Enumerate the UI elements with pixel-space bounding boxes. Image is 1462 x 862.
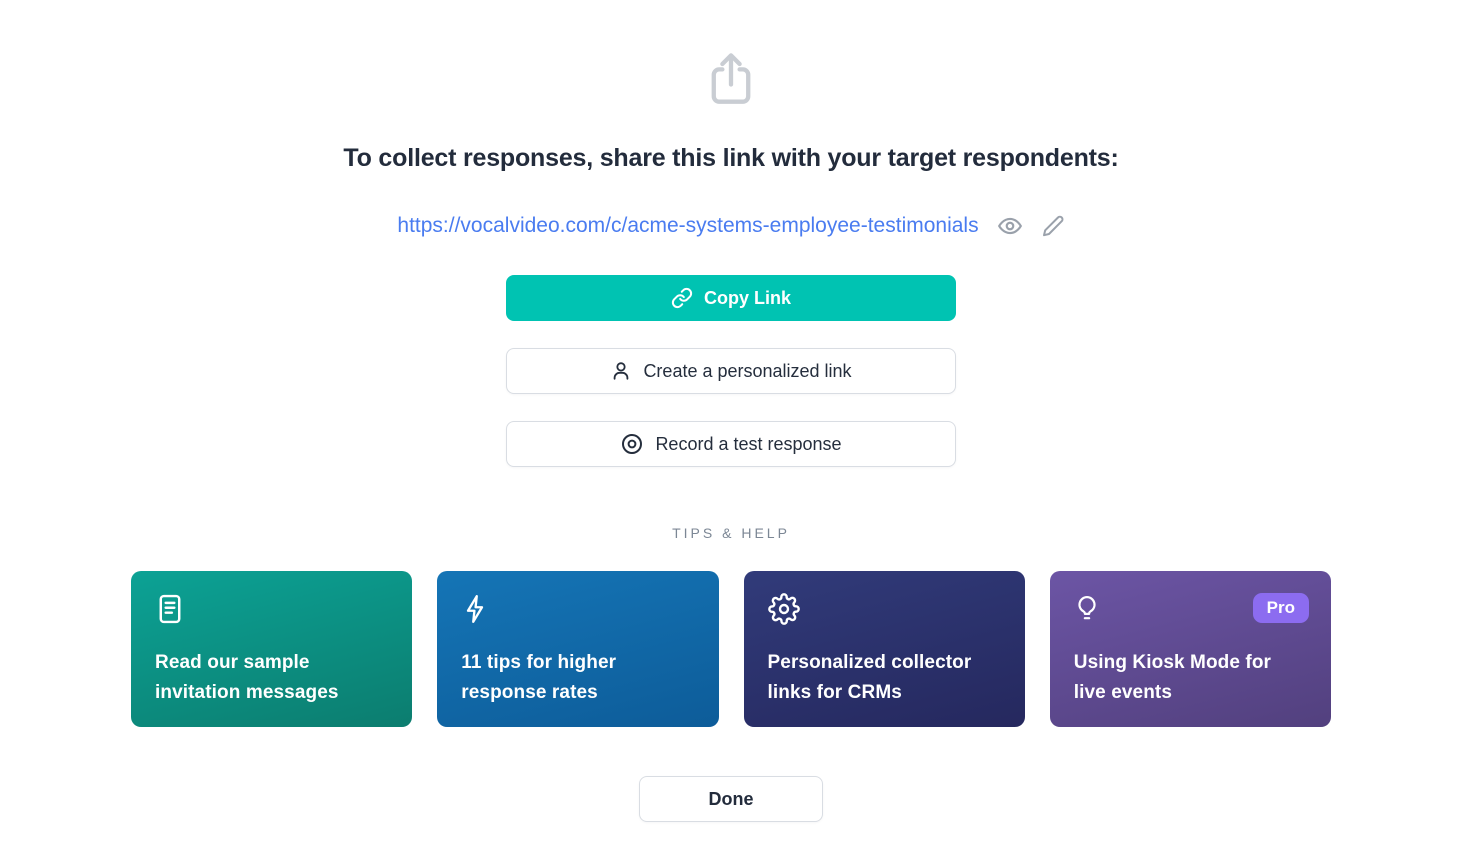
share-link-row: https://vocalvideo.com/c/acme-systems-em…	[0, 213, 1462, 239]
tip-card-label: Personalized collector links for CRMs	[767, 652, 972, 703]
share-link-dialog: To collect responses, share this link wi…	[0, 50, 1462, 822]
done-row: Done	[0, 776, 1462, 822]
share-icon	[0, 50, 1462, 106]
tip-card-crm-links[interactable]: Personalized collector links for CRMs	[743, 571, 1025, 727]
tip-card-kiosk-mode[interactable]: Pro Using Kiosk Mode for live events	[1049, 571, 1331, 727]
eye-icon	[997, 213, 1023, 239]
preview-link-button[interactable]	[997, 213, 1023, 239]
record-test-response-label: Record a test response	[655, 433, 842, 454]
create-personalized-link-label: Create a personalized link	[643, 360, 852, 381]
tip-card-sample-invitations[interactable]: Read our sample invitation messages	[131, 571, 413, 727]
tips-cards: Read our sample invitation messages 11 t…	[131, 571, 1331, 727]
link-icon	[671, 287, 693, 309]
person-icon	[610, 360, 632, 382]
tip-card-label: Using Kiosk Mode for live events	[1073, 652, 1272, 703]
page-title: To collect responses, share this link wi…	[343, 144, 1119, 172]
record-test-response-button[interactable]: Record a test response	[506, 421, 956, 467]
create-personalized-link-button[interactable]: Create a personalized link	[506, 348, 956, 394]
pro-badge: Pro	[1252, 593, 1309, 623]
pencil-icon	[1041, 214, 1065, 238]
copy-link-button[interactable]: Copy Link	[506, 275, 956, 321]
copy-link-label: Copy Link	[703, 287, 791, 308]
document-icon	[155, 593, 388, 625]
tips-help-heading: TIPS & HELP	[672, 525, 790, 541]
lightning-icon	[461, 593, 694, 625]
action-buttons: Copy Link Create a personalized link Rec…	[0, 275, 1462, 467]
record-eye-icon	[620, 432, 644, 456]
lightbulb-icon	[1074, 593, 1307, 625]
share-url-link[interactable]: https://vocalvideo.com/c/acme-systems-em…	[397, 214, 979, 237]
tip-card-label: Read our sample invitation messages	[155, 652, 339, 703]
tip-card-response-rate-tips[interactable]: 11 tips for higher response rates	[437, 571, 719, 727]
edit-link-button[interactable]	[1041, 214, 1065, 238]
done-button[interactable]: Done	[639, 776, 823, 822]
tip-card-label: 11 tips for higher response rates	[461, 652, 617, 703]
gear-icon	[767, 593, 1001, 625]
